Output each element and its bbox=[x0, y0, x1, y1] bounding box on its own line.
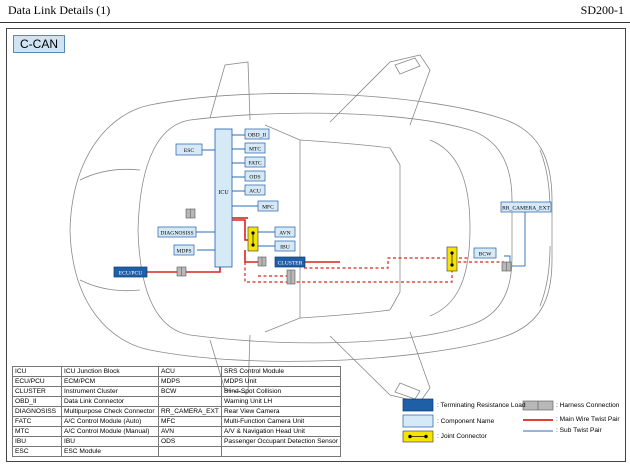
icu-label: ICU bbox=[218, 190, 229, 196]
legend-harness-swatch bbox=[522, 400, 554, 411]
abbreviation-meaning: Multi-Function Camera Unit bbox=[221, 416, 341, 427]
abbreviation-code: CLUSTER bbox=[12, 386, 62, 397]
abbreviation-code: FATC bbox=[12, 416, 62, 427]
abbreviation-meaning bbox=[221, 446, 341, 457]
abbreviation-code: OBD_II bbox=[12, 396, 62, 407]
abbreviation-code bbox=[158, 446, 222, 457]
abbreviation-meaning: Warning Unit LH bbox=[221, 396, 341, 407]
ibu-label: IBU bbox=[280, 245, 290, 251]
cluster-terminating-box bbox=[274, 256, 306, 268]
ecu-label: ECU/PCU bbox=[119, 271, 143, 277]
header-bar: Data Link Details (1) SD200-1 bbox=[0, 0, 630, 23]
component-boxes bbox=[157, 128, 552, 259]
abbreviation-code: ACU bbox=[158, 366, 222, 377]
abbreviation-meaning: Blind-Spot Collision bbox=[221, 386, 341, 397]
car-outline bbox=[69, 54, 553, 403]
mfc-label: MFC bbox=[262, 205, 274, 211]
abbreviation-meaning: ESC Module bbox=[61, 446, 159, 457]
abbreviation-code: MDPS bbox=[158, 376, 222, 387]
abbreviation-code: ICU bbox=[12, 366, 62, 377]
abbreviation-meaning: A/V & Navigation Head Unit bbox=[221, 426, 341, 437]
abbreviation-code: MTC bbox=[12, 426, 62, 437]
abbreviation-meaning: IBU bbox=[61, 436, 159, 447]
abbreviation-meaning: A/C Control Module (Auto) bbox=[61, 416, 159, 427]
legend-harness-label: : Harness Connection bbox=[556, 402, 620, 409]
diagram-frame bbox=[6, 28, 626, 462]
page-code: SD200-1 bbox=[580, 3, 624, 17]
component-labels: OBD_II MTC FATC ODS ACU MFC ESC DIAGNOSI… bbox=[160, 133, 550, 258]
bus-label: C-CAN bbox=[13, 35, 65, 53]
page-title: Data Link Details (1) bbox=[8, 3, 111, 17]
obd-label: OBD_II bbox=[248, 133, 266, 139]
abbreviation-code: MFC bbox=[158, 416, 222, 427]
main-twist-dashed bbox=[244, 257, 504, 283]
legend-joint-swatch bbox=[402, 430, 434, 443]
fatc-label: FATC bbox=[248, 161, 262, 167]
acu-label: ACU bbox=[249, 189, 261, 195]
legend-main-wire-label: : Main Wire Twist Pair bbox=[556, 416, 620, 423]
rr-camera-label: RR_CAMERA_EXT bbox=[502, 206, 550, 212]
legend-joint-label: : Joint Connector bbox=[437, 433, 487, 440]
abbreviation-meaning: Instrument Cluster bbox=[61, 386, 159, 397]
abbreviation-meaning: A/C Control Module (Manual) bbox=[61, 426, 159, 437]
avn-label: AVN bbox=[279, 231, 290, 237]
mdps-label: MDPS bbox=[176, 249, 191, 255]
esc-label: ESC bbox=[184, 148, 195, 154]
abbreviation-meaning: ICU Junction Block bbox=[61, 366, 159, 377]
abbreviation-code: AVN bbox=[158, 426, 222, 437]
ecu-terminating-box bbox=[113, 266, 148, 278]
legend-terminating-label: : Terminating Resistance Load bbox=[437, 402, 526, 409]
abbreviation-code: ESC bbox=[12, 446, 62, 457]
diag-label: DIAGNOSISS bbox=[160, 231, 193, 237]
abbreviation-code: DIAGNOSISS bbox=[12, 406, 62, 417]
abbreviation-code: IBU bbox=[12, 436, 62, 447]
abbreviation-code: ECU/PCU bbox=[12, 376, 62, 387]
abbreviation-meaning: Multipurpose Check Connector bbox=[61, 406, 159, 417]
abbreviation-meaning: SRS Control Module bbox=[221, 366, 341, 377]
joint-connectors bbox=[247, 226, 458, 272]
legend-component-label: : Component Name bbox=[437, 418, 495, 425]
abbreviation-meaning: Rear View Camera bbox=[221, 406, 341, 417]
abbreviation-meaning: Passenger Occupant Detection Sensor bbox=[221, 436, 341, 447]
ods-label: ODS bbox=[249, 175, 260, 181]
cluster-label: CLUSTER bbox=[278, 261, 303, 267]
abbreviation-code bbox=[158, 396, 222, 407]
icu-block bbox=[214, 128, 233, 268]
abbreviation-meaning: MDPS Unit bbox=[221, 376, 341, 387]
bcw-label: BCW bbox=[479, 252, 492, 258]
abbreviation-code: RR_CAMERA_EXT bbox=[158, 406, 222, 417]
abbreviation-code: ODS bbox=[158, 436, 222, 447]
mtc-label: MTC bbox=[249, 147, 261, 153]
abbreviation-meaning: Data Link Connector bbox=[61, 396, 159, 407]
legend-sub-wire-label: : Sub Twist Pair bbox=[556, 427, 602, 434]
abbreviation-meaning: ECM/PCM bbox=[61, 376, 159, 387]
abbreviation-code: BCW bbox=[158, 386, 222, 397]
legend-component-swatch bbox=[402, 414, 434, 428]
legend-terminating-swatch bbox=[402, 398, 434, 412]
